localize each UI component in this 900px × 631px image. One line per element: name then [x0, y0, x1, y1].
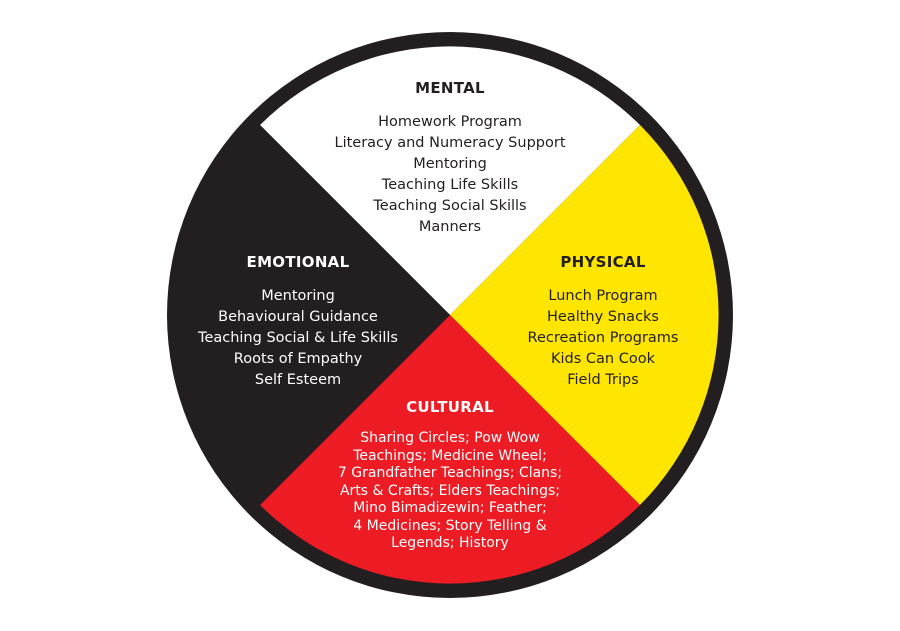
list-item: Mentoring — [261, 288, 335, 304]
list-item: Lunch Program — [548, 288, 658, 304]
list-item: Literacy and Numeracy Support — [334, 135, 566, 151]
physical-quadrant — [450, 125, 719, 505]
emotional-title: EMOTIONAL — [246, 253, 350, 271]
cultural-quadrant — [260, 315, 640, 584]
list-item: Teaching Social Skills — [373, 198, 527, 214]
physical-title: PHYSICAL — [560, 253, 646, 271]
physical-section: PHYSICAL Lunch Program Healthy Snacks Re… — [513, 253, 693, 391]
emotional-section: EMOTIONAL Mentoring Behavioural Guidance… — [188, 253, 408, 391]
cultural-section: CULTURAL Sharing Circles; Pow Wow Teachi… — [320, 398, 580, 553]
mental-list: Homework Program Literacy and Numeracy S… — [300, 112, 600, 238]
list-item: Roots of Empathy — [233, 351, 363, 367]
mental-quadrant — [260, 46, 640, 315]
list-item: Self Esteem — [254, 372, 342, 388]
list-item: Sharing Circles; Pow Wow — [360, 430, 540, 446]
list-item: Field Trips — [567, 372, 639, 388]
cultural-list: Sharing Circles; Pow Wow Teachings; Medi… — [320, 430, 580, 553]
list-item: Kids Can Cook — [551, 351, 655, 367]
list-item: Teaching Social & Life Skills — [198, 330, 398, 346]
list-item: Teachings; Medicine Wheel; — [353, 447, 547, 464]
list-item: Teaching Life Skills — [381, 177, 519, 193]
list-item: Behavioural Guidance — [218, 309, 378, 325]
list-item: Homework Program — [378, 114, 522, 130]
mental-section: MENTAL Homework Program Literacy and Num… — [300, 79, 600, 238]
list-item: 4 Medicines; Story Telling & — [353, 517, 547, 534]
list-item: Mentoring — [413, 156, 487, 172]
list-item: Recreation Programs — [527, 330, 679, 346]
list-item: Legends; History — [391, 535, 509, 551]
list-item: Arts & Crafts; Elders Teachings; — [339, 482, 560, 499]
list-item: Healthy Snacks — [546, 309, 659, 325]
emotional-quadrant — [181, 125, 450, 505]
list-item: Manners — [418, 219, 482, 235]
mental-title: MENTAL — [415, 79, 485, 97]
list-item: 7 Grandfather Teachings; Clans; — [337, 465, 563, 481]
cultural-title: CULTURAL — [406, 398, 494, 416]
emotional-list: Mentoring Behavioural Guidance Teaching … — [188, 286, 408, 391]
physical-list: Lunch Program Healthy Snacks Recreation … — [513, 286, 693, 391]
list-item: Mino Bimadizewin; Feather; — [353, 500, 547, 516]
